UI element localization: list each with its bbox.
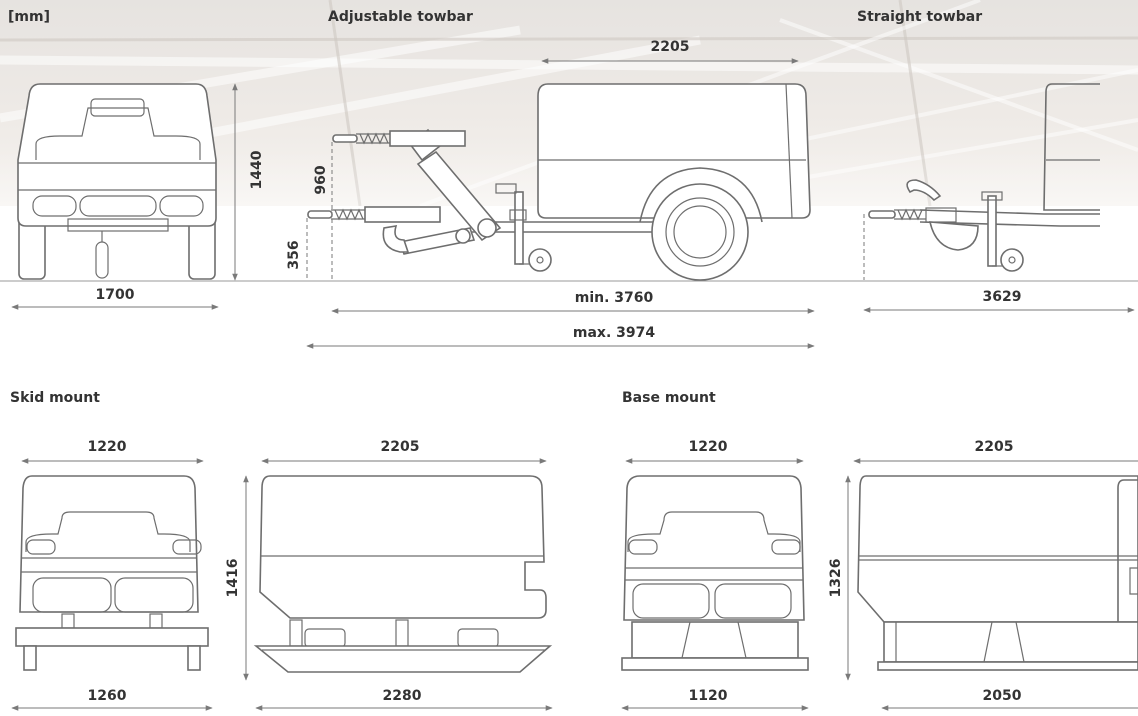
base-side-view bbox=[857, 475, 1138, 671]
dim-straight-length: 3629 bbox=[982, 289, 1022, 305]
heading-skid-mount: Skid mount bbox=[10, 390, 100, 406]
dim-front-width: 1700 bbox=[95, 287, 135, 303]
dim-towbar-upper-height: 960 bbox=[313, 165, 329, 195]
dim-body-length: 2205 bbox=[650, 39, 690, 55]
unit-label: [mm] bbox=[8, 9, 50, 25]
dim-base-front-bottom-width: 1120 bbox=[688, 688, 728, 704]
dim-base-side-bottom-length: 2050 bbox=[982, 688, 1022, 704]
heading-base-mount: Base mount bbox=[622, 390, 716, 406]
dim-front-height: 1440 bbox=[249, 150, 265, 190]
dim-towbar-lower-height: 356 bbox=[286, 240, 302, 270]
dim-skid-side-top-length: 2205 bbox=[380, 439, 420, 455]
front-view-unit bbox=[17, 83, 217, 280]
base-front-view bbox=[621, 475, 809, 671]
dim-skid-front-bottom-width: 1260 bbox=[87, 688, 127, 704]
dim-skid-front-top-width: 1220 bbox=[87, 439, 127, 455]
straight-towbar-unit bbox=[868, 83, 1100, 272]
dimension-lines bbox=[11, 58, 1138, 711]
dim-skid-side-bottom-length: 2280 bbox=[382, 688, 422, 704]
dim-adjustable-min-length: min. 3760 bbox=[574, 290, 654, 306]
skid-front-view bbox=[15, 475, 209, 671]
dim-skid-height: 1416 bbox=[225, 558, 241, 598]
heading-straight-towbar: Straight towbar bbox=[857, 9, 983, 25]
skid-side-view bbox=[253, 475, 553, 673]
heading-adjustable-towbar: Adjustable towbar bbox=[328, 9, 473, 25]
dim-base-side-top-length: 2205 bbox=[974, 439, 1014, 455]
adjustable-towbar-unit bbox=[307, 83, 811, 281]
dim-base-height: 1326 bbox=[828, 558, 844, 598]
dim-base-front-top-width: 1220 bbox=[688, 439, 728, 455]
dim-adjustable-max-length: max. 3974 bbox=[572, 325, 656, 341]
